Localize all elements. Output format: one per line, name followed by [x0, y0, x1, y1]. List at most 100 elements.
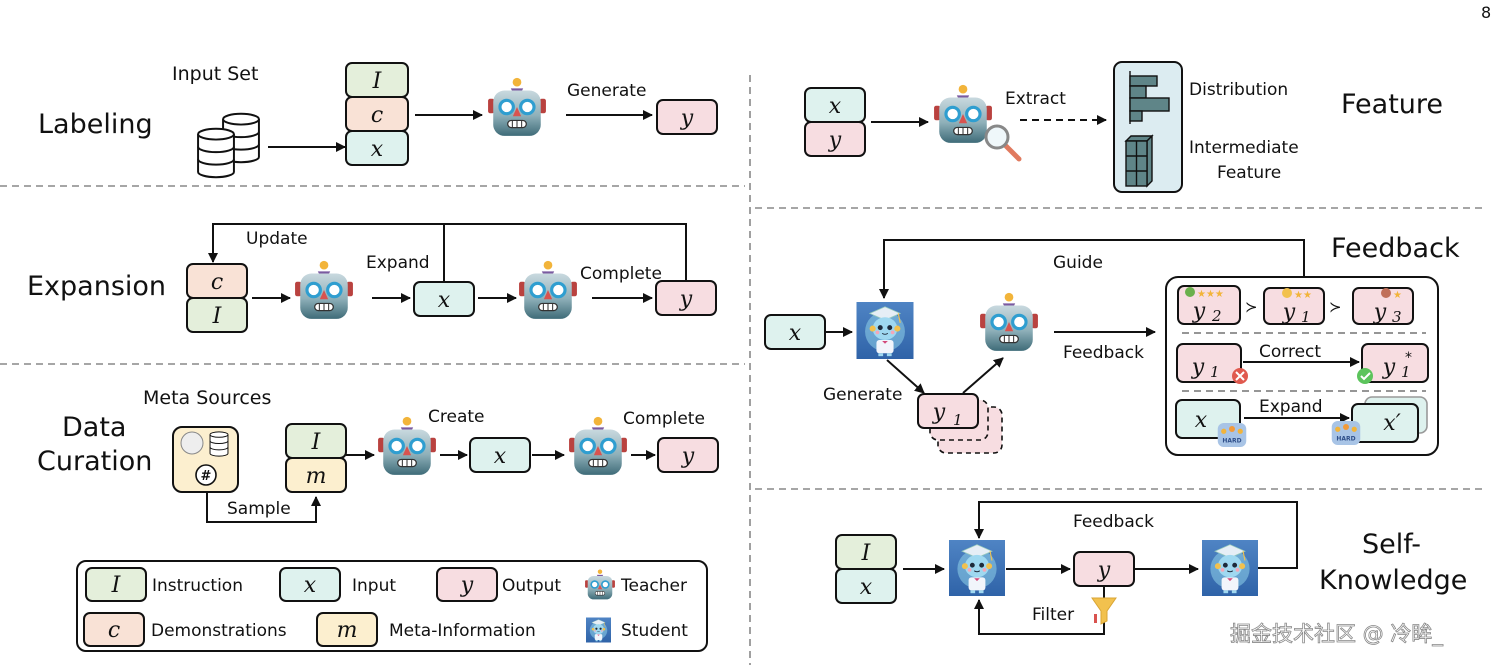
correct-row: y 1 Correct y 1 * — [1176, 342, 1429, 384]
svg-text:c: c — [108, 618, 120, 643]
legend-item-output: y Output — [436, 567, 561, 602]
svg-text:y: y — [460, 573, 474, 598]
watermark: 掘金技术社区 @ 冷眸_ — [1230, 622, 1443, 647]
input-symbol: x — [789, 321, 802, 346]
student-icon — [586, 617, 611, 643]
instruction-symbol: I — [212, 304, 223, 329]
legend-item-teacher: Teacher — [584, 568, 687, 601]
extract-label: Extract — [1005, 89, 1066, 109]
teacher-robot-icon — [517, 259, 579, 321]
intermediate-label-line2: Feature — [1217, 163, 1281, 183]
student-icon — [856, 302, 914, 359]
legend: I Instruction x Input y Output Teacher c… — [76, 560, 708, 652]
feedback-loop-label: Feedback — [1073, 512, 1154, 532]
student-icon — [1202, 540, 1258, 596]
output-box — [656, 99, 718, 135]
correct-check-icon — [1357, 368, 1373, 384]
ranked-output-y3: ★ y 3 — [1352, 287, 1414, 326]
demonstration-symbol: c — [371, 103, 383, 128]
svg-text:y: y — [1282, 300, 1296, 325]
student-icon — [949, 540, 1005, 596]
input-symbol: x — [494, 444, 507, 469]
svg-text:Student: Student — [621, 621, 688, 641]
svg-text:≻: ≻ — [1245, 298, 1258, 316]
svg-text:y: y — [1373, 300, 1387, 325]
sad-face-icon — [1381, 288, 1391, 298]
svg-text:I: I — [111, 573, 122, 598]
filter-funnel-icon — [1091, 597, 1117, 625]
output-symbol: y — [1382, 355, 1396, 380]
expand-label: Expand — [366, 253, 430, 273]
output-symbol: y — [680, 106, 694, 131]
happy-face-icon — [1185, 287, 1195, 297]
meta-sources-label: Meta Sources — [143, 387, 271, 409]
meta-sources-box: # — [172, 426, 239, 493]
meta-symbol: m — [306, 464, 327, 489]
intermediate-feature-cube-icon — [1124, 134, 1154, 188]
intermediate-label-line1: Intermediate — [1189, 138, 1299, 158]
complete-label: Complete — [580, 264, 662, 284]
feedback-arrow-label: Feedback — [1063, 343, 1144, 363]
database-icon — [196, 127, 236, 179]
legend-item-input: x Input — [279, 567, 396, 602]
magnifier-icon — [984, 124, 1022, 162]
svg-text:1: 1 — [1210, 363, 1220, 381]
database-icon — [209, 431, 229, 457]
svg-text:Instruction: Instruction — [152, 576, 243, 596]
teacher-robot-icon — [486, 76, 548, 138]
hard-badge-icon — [1331, 421, 1361, 445]
svg-text:Teacher: Teacher — [620, 576, 687, 596]
output-symbol: y — [932, 400, 946, 425]
output-symbol: y — [1191, 355, 1205, 380]
svg-text:3: 3 — [1392, 308, 1402, 326]
feedback-title: Feedback — [1331, 233, 1460, 264]
output-symbol: y — [1097, 558, 1111, 583]
page-number: 8 — [1481, 3, 1491, 22]
legend-item-instruction: I Instruction — [85, 567, 243, 602]
one-star-icon: ★ — [1393, 290, 1402, 301]
update-label: Update — [246, 229, 308, 249]
data-curation-title-line1: Data — [62, 412, 126, 443]
svg-text:x: x — [304, 573, 317, 598]
distribution-chart-icon — [1129, 71, 1170, 124]
svg-text:1: 1 — [1401, 363, 1411, 381]
svg-text:*: * — [1405, 350, 1412, 366]
svg-text:2: 2 — [1211, 307, 1222, 325]
svg-text:Input: Input — [352, 576, 396, 596]
section-labeling: Labeling Input Set I c x Generate y — [38, 62, 718, 179]
svg-text:y: y — [1192, 299, 1206, 324]
hard-badge-icon — [1217, 423, 1247, 447]
teacher-robot-icon — [293, 259, 355, 321]
expand-row: x Expand x′ — [1175, 396, 1428, 447]
legend-item-demonstrations: c Demonstrations — [83, 612, 287, 647]
svg-text:#: # — [201, 469, 212, 484]
svg-text:Meta-Information: Meta-Information — [389, 621, 536, 641]
three-stars-icon: ★★★ — [1197, 289, 1224, 300]
input-set-label: Input Set — [172, 63, 258, 85]
svg-text:Demonstrations: Demonstrations — [151, 621, 287, 641]
section-feature: Feature x y Extract Distribution — [804, 61, 1443, 193]
feature-title: Feature — [1341, 89, 1443, 120]
demonstration-symbol: c — [211, 270, 223, 295]
expanded-input-symbol: x′ — [1383, 411, 1400, 436]
section-feedback: Feedback Guide x Generate y 1 Feedback ★… — [764, 233, 1460, 456]
legend-item-student: Student — [586, 617, 688, 643]
instruction-symbol: I — [861, 541, 872, 566]
create-label: Create — [428, 407, 485, 427]
input-symbol: x — [860, 575, 873, 600]
complete-label: Complete — [623, 409, 705, 429]
svg-text:1: 1 — [953, 411, 963, 429]
input-symbol: x — [829, 94, 842, 119]
legend-box — [76, 560, 708, 652]
teacher-robot-icon — [978, 291, 1040, 353]
expansion-title: Expansion — [27, 271, 166, 302]
generate-label: Generate — [823, 385, 902, 405]
two-stars-icon: ★★ — [1294, 290, 1312, 301]
wikipedia-globe-icon — [180, 431, 204, 455]
labeling-input-stack: I c x — [345, 62, 409, 166]
generated-outputs-stack: y 1 — [917, 393, 1003, 454]
teacher-robot-icon — [932, 83, 994, 145]
generate-label: Generate — [567, 81, 646, 101]
output-symbol: y — [828, 128, 842, 153]
